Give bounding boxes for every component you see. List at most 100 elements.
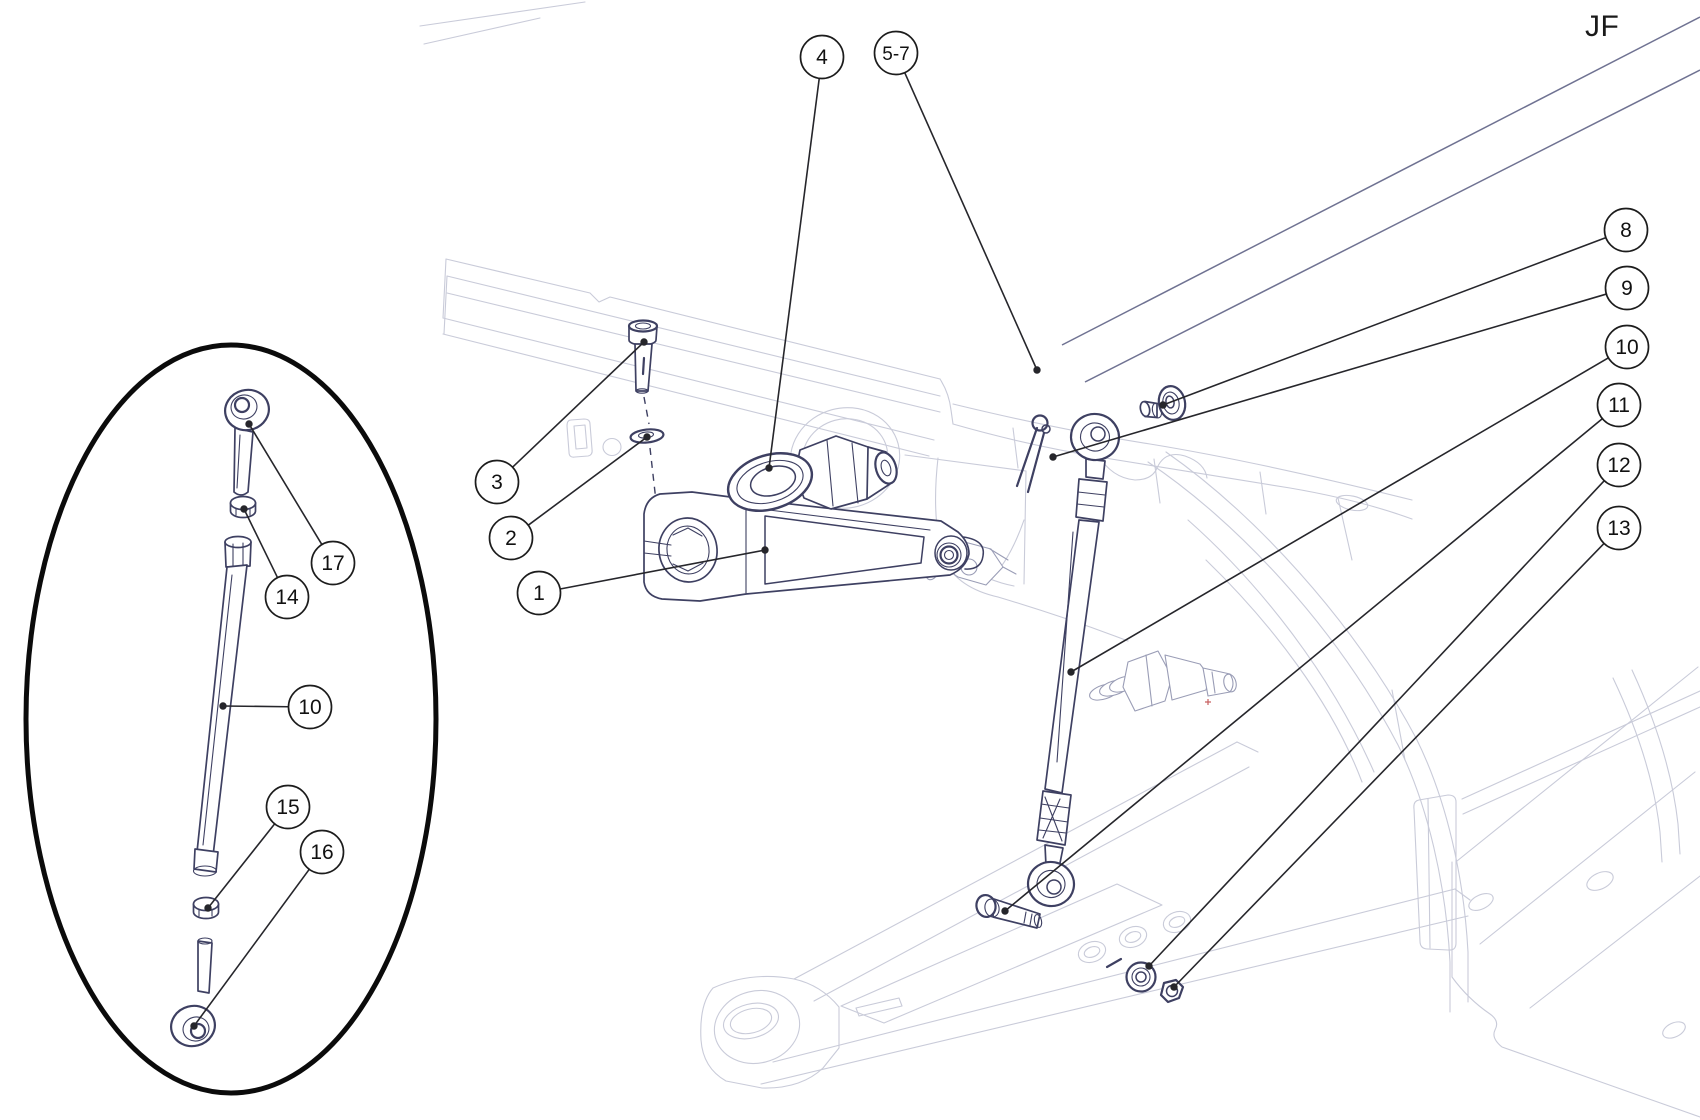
rod-end-eye-hole xyxy=(189,1022,207,1040)
bolt-socket xyxy=(634,322,652,330)
bolt-head-top xyxy=(627,319,659,333)
leader-dot xyxy=(245,420,253,428)
rod-end-eye-ring xyxy=(182,1016,210,1042)
cam-bushing-part xyxy=(726,435,898,512)
bushing-flange xyxy=(726,452,814,512)
callout-number: 5-7 xyxy=(882,44,909,65)
callout-number: 14 xyxy=(275,586,299,609)
callout-12: 12 xyxy=(1145,442,1642,970)
callout-number: 17 xyxy=(321,552,344,575)
callout-number: 15 xyxy=(276,796,299,819)
rear-pillar xyxy=(1413,794,1457,951)
lower-washer-hole xyxy=(1135,971,1147,983)
a-arm-hole xyxy=(1168,916,1186,928)
leader-dot xyxy=(1170,983,1178,991)
cotter-clip-part xyxy=(1015,414,1051,494)
panel-edge xyxy=(952,403,1413,501)
link-bottom-eye-hole xyxy=(1046,879,1062,895)
callout-17-detail: 17 xyxy=(245,420,356,586)
rail-edge xyxy=(446,292,941,413)
callout-number: 13 xyxy=(1607,517,1630,540)
leader-line xyxy=(559,549,766,590)
lower-bolt-shaft xyxy=(992,898,1041,929)
torsion-arm-part xyxy=(643,491,985,602)
callout-5-7: 5-7 xyxy=(873,30,1041,374)
leader-dot xyxy=(1049,453,1057,461)
callout-3: 3 xyxy=(474,338,648,505)
panel-cutout xyxy=(904,454,1027,587)
rod-end-eye-hole xyxy=(233,396,251,414)
sheet-revision-label: JF xyxy=(1585,10,1620,43)
leader-line xyxy=(527,436,648,526)
rail-edge xyxy=(446,275,941,397)
callout-balloon xyxy=(310,540,356,586)
rear-pillar-line xyxy=(1427,798,1431,949)
rail-bottom-edge xyxy=(442,333,930,457)
leader-line xyxy=(768,78,821,469)
a-arm-hole xyxy=(1077,940,1107,964)
lower-washer-ring xyxy=(1131,967,1151,987)
link-top-eye-hole xyxy=(1090,426,1106,442)
rod-hex-bottom-cap xyxy=(192,865,218,877)
lower-hardware-parts xyxy=(975,893,1185,1004)
shock-hex-collar xyxy=(1122,650,1173,712)
cage-tube-line xyxy=(1061,16,1700,346)
arm-eye-bolt-head xyxy=(939,545,959,565)
rail-endcap xyxy=(442,258,448,335)
frame-oval-detail xyxy=(602,437,622,457)
leader-dot xyxy=(765,464,773,472)
torsion-arm-assembly-parts xyxy=(627,319,985,602)
bushing-end-hole xyxy=(880,459,892,477)
link-tube-line xyxy=(1056,531,1074,763)
rail-edge xyxy=(442,317,935,441)
callout-balloon xyxy=(264,574,310,620)
bushing-hex-facet xyxy=(826,439,859,507)
leader-dot xyxy=(1001,907,1009,915)
lower-washer-outer xyxy=(1125,961,1157,993)
fender-inner-arc xyxy=(1187,519,1375,773)
shock-absorber-drawing xyxy=(1089,650,1237,712)
link-tube xyxy=(1044,519,1100,794)
a-arm-hole xyxy=(1162,910,1192,934)
nut-facet xyxy=(235,508,251,516)
frame-switch-detail xyxy=(573,424,588,450)
mount-line xyxy=(989,548,1017,575)
lower-bolt-collar xyxy=(984,898,1000,918)
callout-number: 10 xyxy=(1615,336,1638,359)
callout-balloon xyxy=(1596,442,1642,488)
leader-dot xyxy=(1159,401,1167,409)
arm-eye-bolt-hex xyxy=(943,549,955,561)
callout-number: 9 xyxy=(1621,277,1633,300)
lower-bolt-thread xyxy=(1023,911,1033,926)
leader-line xyxy=(193,868,310,1027)
callout-balloon xyxy=(265,784,311,830)
leader-dot xyxy=(190,1022,198,1030)
fender-strut xyxy=(1337,497,1406,761)
detail-tie-rod xyxy=(192,535,252,877)
leader-line xyxy=(1070,357,1609,673)
floor-bottom-edge xyxy=(1451,976,1700,1118)
rail-top-edge xyxy=(445,258,941,380)
callout-1: 1 xyxy=(516,546,769,616)
callout-9: 9 xyxy=(1049,265,1650,461)
callout-10: 10 xyxy=(1067,324,1650,676)
nut-facet xyxy=(198,909,213,917)
detail-view-ellipse xyxy=(23,342,439,1096)
arm-outline xyxy=(643,491,970,602)
floor-top-edge xyxy=(1456,666,1699,862)
callout-11: 11 xyxy=(1001,382,1642,915)
panel-oval-slot xyxy=(1335,494,1369,512)
leader-line xyxy=(1148,480,1605,967)
callout-number: 8 xyxy=(1620,219,1632,242)
callout-4: 4 xyxy=(765,34,845,472)
link-collar-band xyxy=(1076,491,1106,508)
rod-end-shank-line xyxy=(236,434,241,489)
leader-dot xyxy=(1067,668,1075,676)
frame-switch-detail xyxy=(566,418,593,458)
leader-dot xyxy=(1033,366,1041,374)
a-arm-boss xyxy=(700,975,840,1089)
leader-line xyxy=(512,341,645,468)
callout-number: 10 xyxy=(298,696,321,719)
